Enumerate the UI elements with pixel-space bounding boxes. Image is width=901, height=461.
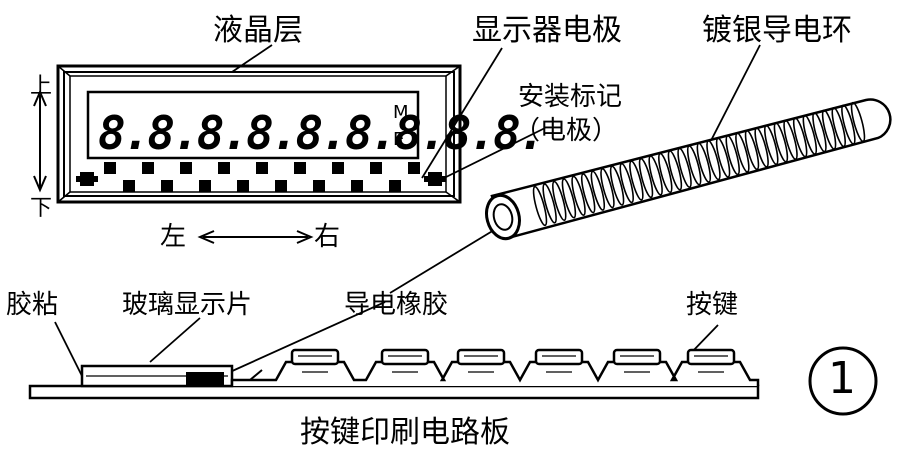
silver-ring	[629, 160, 644, 201]
electrode-pad	[332, 162, 344, 174]
silver-ring	[725, 134, 740, 176]
silver-ring	[735, 132, 750, 173]
electrode-pad	[294, 162, 306, 174]
electrode-pad	[199, 180, 211, 192]
label-install-mark-sub: （电极）	[514, 116, 619, 146]
silver-ring	[696, 142, 712, 183]
silver-ring	[773, 122, 789, 163]
label-keys: 按键	[686, 290, 739, 320]
key-cap	[612, 348, 662, 366]
label-pcb: 按键印刷电路板	[300, 415, 510, 450]
silver-ring	[638, 157, 654, 199]
label-left: 左	[160, 222, 187, 252]
label-display-electrode: 显示器电极	[472, 13, 622, 48]
silver-ring	[841, 104, 856, 145]
silver-ring	[686, 145, 702, 186]
silver-ring	[715, 137, 731, 178]
rubber-strip	[186, 372, 224, 386]
label-conductive-rubber: 导电橡胶	[344, 290, 449, 320]
key-cap	[686, 348, 736, 366]
label-down: 下	[30, 196, 53, 221]
electrode-pad	[408, 162, 420, 174]
electrode-pad	[389, 180, 401, 192]
up-down-arrow	[33, 89, 47, 193]
silver-ring	[812, 112, 827, 153]
silver-ring	[792, 117, 808, 158]
lcd-module	[56, 64, 462, 204]
lcd-mode-m: M	[393, 102, 409, 123]
electrode-pad	[275, 180, 287, 192]
silver-ring	[667, 150, 683, 191]
electrode-pad	[351, 180, 363, 192]
label-silver-ring: 镀银导电环	[702, 13, 852, 48]
silver-ring	[542, 183, 557, 224]
electrode-pad	[161, 180, 173, 192]
silver-ring	[600, 168, 615, 209]
silver-ring	[706, 140, 721, 181]
electrode-pad	[237, 180, 249, 192]
silver-ring	[561, 178, 577, 219]
label-glue: 胶粘	[6, 290, 59, 320]
label-lcd-layer: 液晶层	[213, 13, 303, 48]
silver-ring	[821, 109, 837, 150]
keypad-cross-section	[28, 348, 760, 400]
electrode-pad	[180, 162, 192, 174]
silver-ring	[802, 114, 818, 155]
silver-ring	[580, 173, 596, 214]
silver-ring	[783, 119, 798, 160]
figure-number: 1	[828, 353, 856, 404]
electrode-pad	[104, 162, 116, 174]
rubber-key-sheet	[230, 360, 760, 386]
silver-ring	[754, 127, 769, 168]
silver-ring	[609, 165, 625, 206]
label-right: 右	[314, 222, 341, 252]
pcb-board	[28, 384, 760, 400]
silver-ring	[831, 106, 846, 148]
lcd-digits: 8.8.8.8.8.8.8.8.8.	[98, 106, 543, 160]
silver-ring	[764, 124, 779, 166]
silver-ring	[571, 175, 586, 216]
left-right-arrow	[197, 230, 314, 244]
silver-ring	[677, 147, 692, 188]
electrode-pad	[313, 180, 325, 192]
silver-ring	[850, 101, 866, 143]
figure-number-circle	[808, 346, 878, 416]
key-cap	[534, 348, 584, 366]
key-cap	[290, 348, 340, 366]
electrode-pad	[142, 162, 154, 174]
label-up: 上	[30, 74, 53, 99]
silver-ring	[552, 180, 567, 222]
electrode-pad	[218, 162, 230, 174]
silver-ring	[619, 162, 634, 204]
electrode-pad	[123, 180, 135, 192]
lcd-window	[86, 90, 420, 160]
key-cap	[456, 348, 506, 366]
label-glass-display: 玻璃显示片	[122, 290, 253, 320]
lcd-mode-e: E	[393, 129, 404, 150]
electrode-pads	[76, 162, 446, 192]
silver-ring	[658, 152, 673, 194]
electrode-pad	[256, 162, 268, 174]
silver-ring	[532, 185, 548, 227]
conductive-rubber-rod	[485, 98, 892, 241]
electrode-pad	[370, 162, 382, 174]
silver-ring	[744, 129, 760, 171]
silver-ring	[590, 170, 606, 211]
label-install-mark: 安装标记	[518, 82, 623, 112]
key-cap	[380, 348, 430, 366]
silver-ring	[648, 155, 663, 196]
